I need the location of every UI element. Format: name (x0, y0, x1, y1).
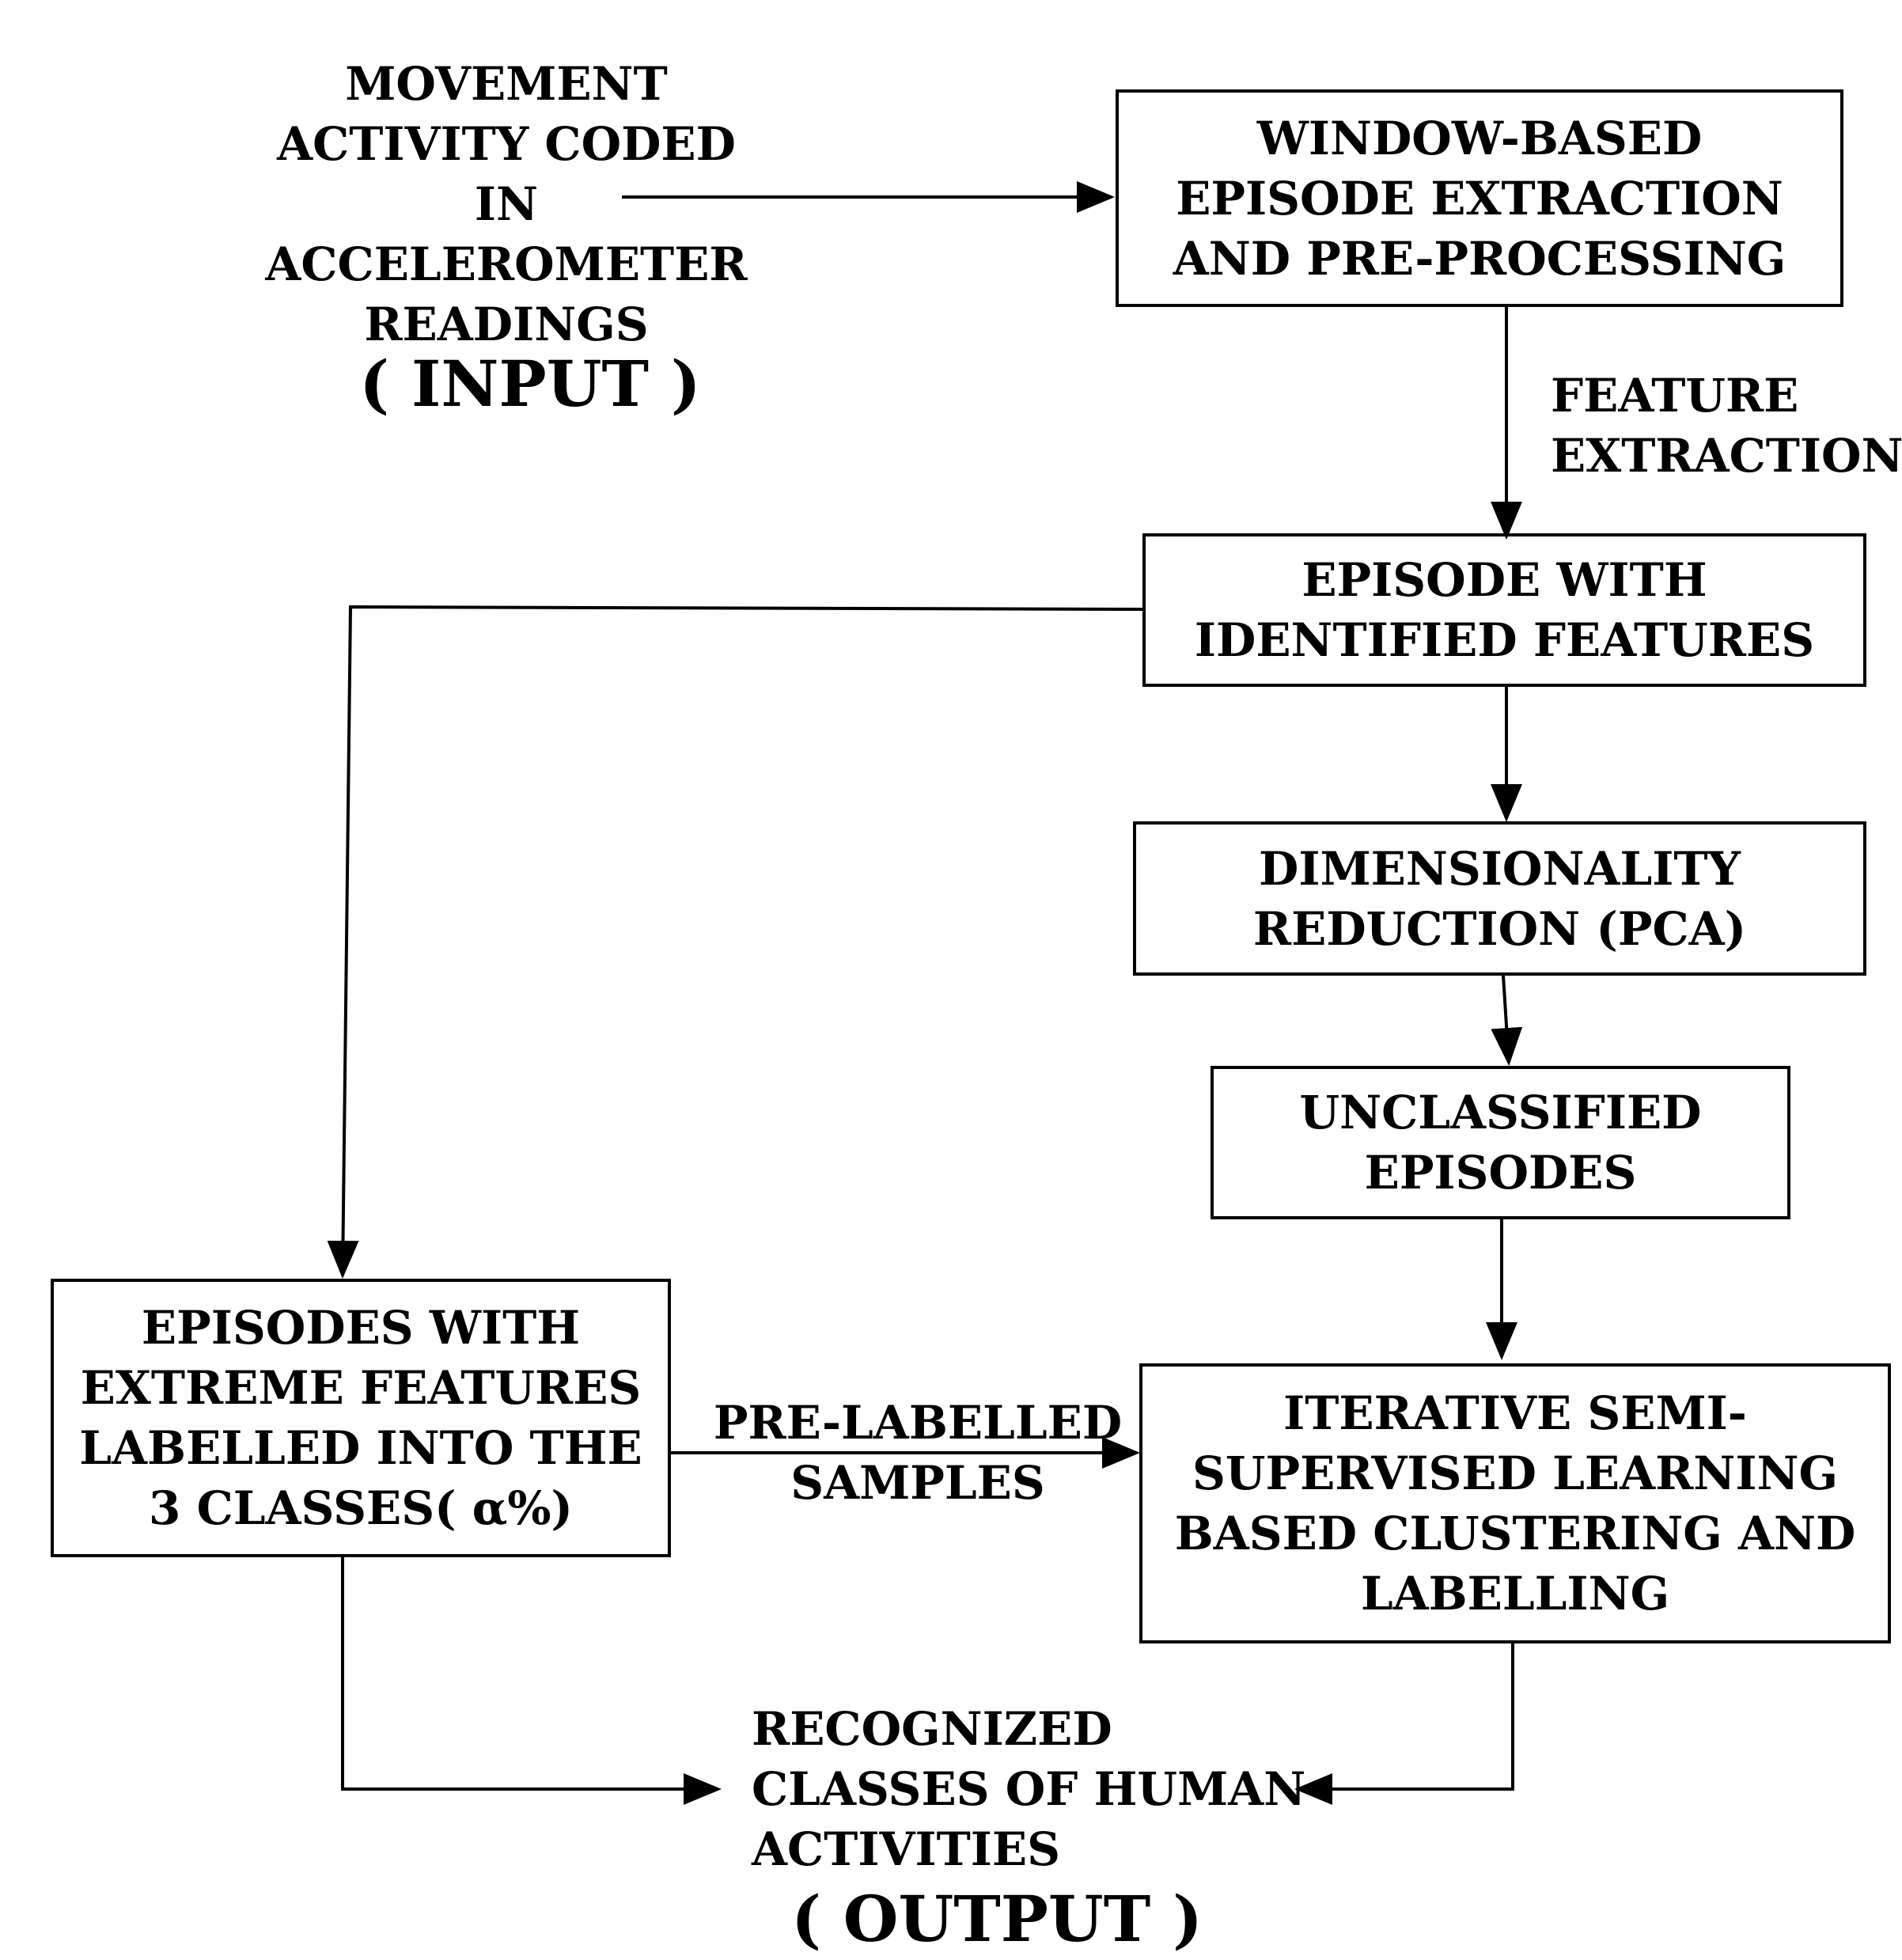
input-line: ACCELEROMETER (265, 237, 748, 291)
window-extraction-text: WINDOW-BASED EPISODE EXTRACTION AND PRE-… (1119, 108, 1840, 289)
input-line: READINGS (364, 298, 649, 351)
arrow-extreme-to-output (341, 1557, 722, 1805)
feature-extraction-label: FEATURE EXTRACTION (1551, 366, 1902, 486)
output-line: ACTIVITIES (752, 1822, 1060, 1876)
feature-extraction-line: FEATURE (1551, 369, 1799, 423)
iterative-learning-line: LABELLING (1360, 1567, 1670, 1621)
input-line: IN (474, 177, 539, 231)
unclassified-episodes-box: UNCLASSIFIED EPISODES (1211, 1066, 1790, 1219)
input-label: MOVEMENT ACTIVITY CODED IN ACCELEROMETER… (253, 54, 760, 354)
output-label: RECOGNIZED CLASSES OF HUMAN ACTIVITIES (752, 1699, 1305, 1879)
unclassified-episodes-line: EPISODES (1364, 1146, 1637, 1200)
input-line: MOVEMENT (345, 57, 668, 111)
prelabelled-samples-line: SAMPLES (790, 1456, 1045, 1510)
extreme-features-line: EXTREME FEATURES (80, 1361, 642, 1415)
iterative-learning-line: SUPERVISED LEARNING (1192, 1446, 1839, 1500)
input-tag: ( INPUT ) (359, 347, 701, 421)
extreme-features-line: 3 CLASSES( α%) (149, 1481, 573, 1535)
iterative-learning-line: BASED CLUSTERING AND (1174, 1507, 1856, 1560)
iterative-learning-box: ITERATIVE SEMI- SUPERVISED LEARNING BASE… (1139, 1363, 1891, 1643)
identified-features-text: EPISODE WITH IDENTIFIED FEATURES (1146, 550, 1863, 670)
extreme-features-box: EPISODES WITH EXTREME FEATURES LABELLED … (51, 1279, 671, 1557)
prelabelled-samples-line: PRE-LABELLED (713, 1396, 1123, 1450)
extreme-features-text: EPISODES WITH EXTREME FEATURES LABELLED … (54, 1298, 668, 1538)
unclassified-episodes-text: UNCLASSIFIED EPISODES (1214, 1082, 1787, 1203)
arrow-identified-to-extreme (327, 605, 1143, 1279)
input-line: ACTIVITY CODED (277, 117, 736, 171)
unclassified-episodes-line: UNCLASSIFIED (1299, 1086, 1702, 1139)
identified-features-line: IDENTIFIED FEATURES (1194, 613, 1815, 667)
arrow-pca-to-unclassified (1491, 975, 1523, 1066)
arrow-iterative-to-output (1294, 1643, 1514, 1805)
extreme-features-line: LABELLED INTO THE (79, 1421, 642, 1475)
extreme-features-line: EPISODES WITH (141, 1301, 581, 1355)
dimensionality-reduction-line: REDUCTION (PCA) (1252, 901, 1747, 956)
prelabelled-samples-label: PRE-LABELLED SAMPLES (696, 1393, 1139, 1513)
window-extraction-line: AND PRE-PROCESSING (1173, 231, 1786, 286)
window-extraction-line: WINDOW-BASED (1256, 111, 1703, 165)
dimensionality-reduction-text: DIMENSIONALITY REDUCTION (PCA) (1136, 839, 1863, 959)
output-line: CLASSES OF HUMAN (752, 1762, 1306, 1816)
window-extraction-box: WINDOW-BASED EPISODE EXTRACTION AND PRE-… (1116, 89, 1843, 307)
iterative-learning-line: ITERATIVE SEMI- (1283, 1386, 1747, 1440)
dimensionality-reduction-line: DIMENSIONALITY (1259, 841, 1741, 896)
iterative-learning-text: ITERATIVE SEMI- SUPERVISED LEARNING BASE… (1142, 1383, 1888, 1624)
identified-features-box: EPISODE WITH IDENTIFIED FEATURES (1142, 533, 1866, 687)
output-tag: ( OUTPUT ) (791, 1882, 1203, 1956)
output-line: RECOGNIZED (752, 1702, 1112, 1756)
dimensionality-reduction-box: DIMENSIONALITY REDUCTION (PCA) (1133, 821, 1866, 976)
feature-extraction-line: EXTRACTION (1551, 429, 1902, 483)
identified-features-line: EPISODE WITH (1301, 553, 1707, 607)
window-extraction-line: EPISODE EXTRACTION (1176, 171, 1783, 226)
